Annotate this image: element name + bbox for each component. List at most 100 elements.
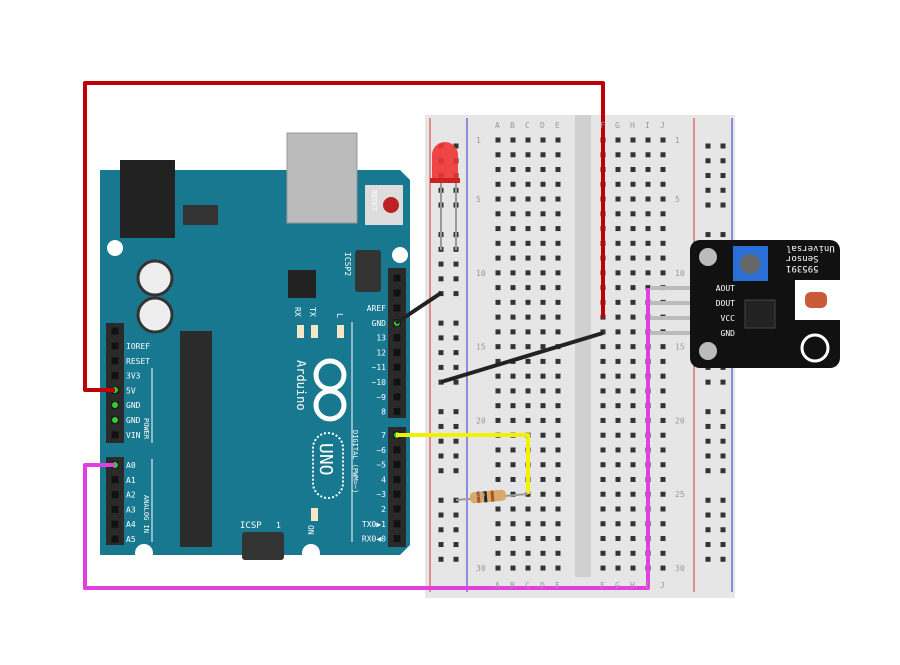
breadboard-hole[interactable] [495, 506, 501, 512]
breadboard-hole[interactable] [555, 506, 561, 512]
breadboard-hole[interactable] [555, 196, 561, 202]
rail-hole[interactable] [453, 453, 459, 459]
breadboard-hole[interactable] [510, 447, 516, 453]
breadboard-hole[interactable] [645, 285, 651, 291]
breadboard-hole[interactable] [555, 403, 561, 409]
breadboard-hole[interactable] [525, 565, 531, 571]
breadboard-hole[interactable] [645, 181, 651, 187]
breadboard-hole[interactable] [630, 506, 636, 512]
breadboard-hole[interactable] [660, 358, 666, 364]
breadboard-hole[interactable] [510, 565, 516, 571]
rail-hole[interactable] [438, 261, 444, 267]
rail-hole[interactable] [720, 512, 726, 518]
breadboard-hole[interactable] [540, 211, 546, 217]
rail-hole[interactable] [453, 409, 459, 415]
header-pin[interactable] [111, 357, 119, 365]
breadboard-hole[interactable] [630, 403, 636, 409]
breadboard-hole[interactable] [645, 137, 651, 143]
rail-hole[interactable] [720, 379, 726, 385]
rail-hole[interactable] [705, 187, 711, 193]
breadboard-hole[interactable] [555, 299, 561, 305]
breadboard-hole[interactable] [540, 196, 546, 202]
rail-hole[interactable] [453, 438, 459, 444]
header-pin[interactable] [393, 505, 401, 513]
breadboard-hole[interactable] [630, 388, 636, 394]
breadboard-hole[interactable] [525, 152, 531, 158]
breadboard-hole[interactable] [630, 432, 636, 438]
breadboard-hole[interactable] [510, 299, 516, 305]
breadboard-hole[interactable] [615, 565, 621, 571]
breadboard-hole[interactable] [510, 211, 516, 217]
header-pin[interactable] [393, 490, 401, 498]
header-pin[interactable] [111, 491, 119, 499]
breadboard-hole[interactable] [525, 403, 531, 409]
rail-hole[interactable] [453, 556, 459, 562]
breadboard-hole[interactable] [540, 476, 546, 482]
breadboard-hole[interactable] [615, 137, 621, 143]
rail-hole[interactable] [720, 202, 726, 208]
breadboard-hole[interactable] [615, 270, 621, 276]
rail-hole[interactable] [720, 409, 726, 415]
breadboard-hole[interactable] [510, 329, 516, 335]
header-pin[interactable] [393, 520, 401, 528]
breadboard-hole[interactable] [510, 550, 516, 556]
breadboard-hole[interactable] [510, 506, 516, 512]
breadboard-hole[interactable] [525, 226, 531, 232]
rail-hole[interactable] [453, 512, 459, 518]
rail-hole[interactable] [438, 453, 444, 459]
breadboard-hole[interactable] [615, 462, 621, 468]
breadboard-hole[interactable] [540, 550, 546, 556]
breadboard-hole[interactable] [555, 550, 561, 556]
breadboard-hole[interactable] [525, 181, 531, 187]
breadboard-hole[interactable] [645, 152, 651, 158]
rail-hole[interactable] [453, 350, 459, 356]
breadboard-hole[interactable] [555, 476, 561, 482]
header-pin[interactable] [111, 535, 119, 543]
rail-hole[interactable] [720, 542, 726, 548]
breadboard-hole[interactable] [645, 240, 651, 246]
breadboard-hole[interactable] [495, 211, 501, 217]
breadboard-hole[interactable] [615, 373, 621, 379]
breadboard-hole[interactable] [615, 314, 621, 320]
breadboard-hole[interactable] [510, 462, 516, 468]
breadboard-hole[interactable] [495, 314, 501, 320]
breadboard-hole[interactable] [555, 417, 561, 423]
breadboard-hole[interactable] [555, 491, 561, 497]
breadboard-hole[interactable] [555, 181, 561, 187]
breadboard-hole[interactable] [660, 447, 666, 453]
breadboard-hole[interactable] [540, 358, 546, 364]
breadboard-hole[interactable] [600, 373, 606, 379]
rail-hole[interactable] [438, 542, 444, 548]
breadboard-hole[interactable] [660, 388, 666, 394]
breadboard-hole[interactable] [630, 536, 636, 542]
breadboard-hole[interactable] [630, 226, 636, 232]
breadboard-hole[interactable] [645, 196, 651, 202]
breadboard-hole[interactable] [495, 240, 501, 246]
breadboard-hole[interactable] [525, 255, 531, 261]
rail-hole[interactable] [438, 556, 444, 562]
breadboard-hole[interactable] [510, 314, 516, 320]
breadboard-hole[interactable] [600, 329, 606, 335]
breadboard-hole[interactable] [495, 167, 501, 173]
breadboard-hole[interactable] [495, 403, 501, 409]
breadboard-hole[interactable] [615, 167, 621, 173]
breadboard-hole[interactable] [630, 447, 636, 453]
breadboard-hole[interactable] [630, 358, 636, 364]
rail-hole[interactable] [453, 261, 459, 267]
breadboard-hole[interactable] [645, 270, 651, 276]
breadboard-hole[interactable] [495, 388, 501, 394]
breadboard-hole[interactable] [540, 447, 546, 453]
breadboard-hole[interactable] [555, 462, 561, 468]
breadboard-hole[interactable] [540, 506, 546, 512]
breadboard-hole[interactable] [540, 388, 546, 394]
breadboard-hole[interactable] [555, 270, 561, 276]
icsp-header[interactable] [242, 532, 284, 560]
breadboard-hole[interactable] [525, 196, 531, 202]
sensor-pin[interactable] [650, 331, 700, 335]
breadboard-hole[interactable] [555, 447, 561, 453]
breadboard-hole[interactable] [600, 536, 606, 542]
rail-hole[interactable] [438, 497, 444, 503]
header-pin[interactable] [111, 342, 119, 350]
header-pin[interactable] [393, 378, 401, 386]
sensor-pin[interactable] [650, 286, 700, 290]
